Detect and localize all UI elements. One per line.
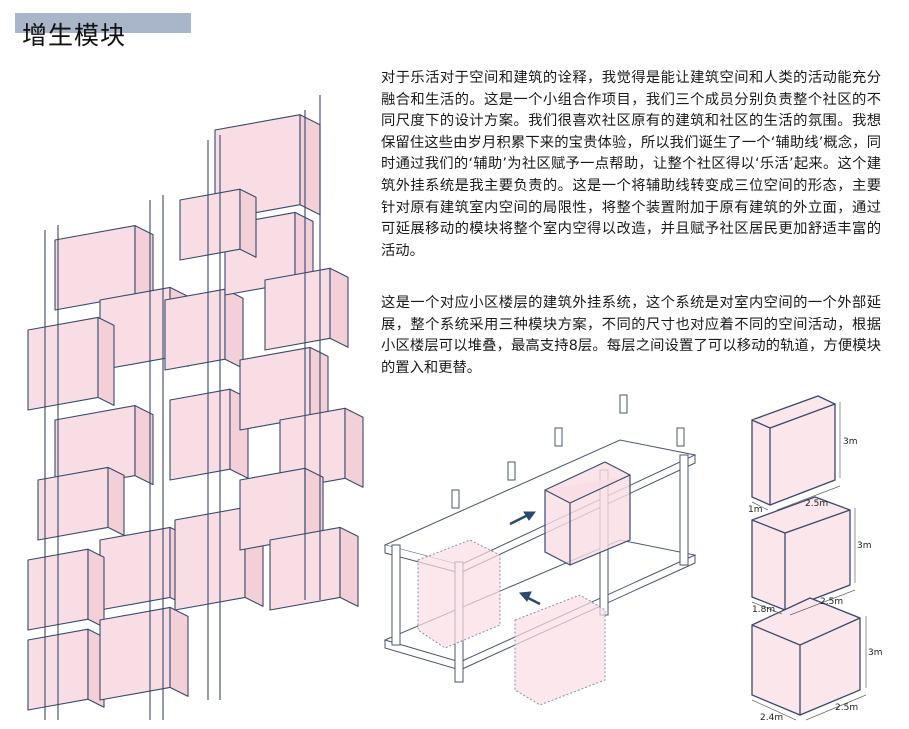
tower-module-side xyxy=(97,316,115,406)
module-3-depth: 2.4m xyxy=(760,713,783,723)
module-1-depth: 1m xyxy=(748,505,763,515)
tower-module-side xyxy=(329,267,349,348)
module-1-width: 2.5m xyxy=(805,499,828,509)
module-2-width: 2.5m xyxy=(820,597,843,607)
module-2-depth: 1.8m xyxy=(752,605,775,615)
module-2-height: 3m xyxy=(857,541,872,551)
page-title: 增生模块 xyxy=(22,21,127,50)
module-1-height: 3m xyxy=(843,437,858,447)
module-3-height: 3m xyxy=(868,648,883,658)
tower-module-side xyxy=(134,405,154,486)
tower-module-side xyxy=(239,188,257,258)
tower-module-side xyxy=(344,407,364,488)
tower-module-side xyxy=(339,526,359,607)
intro-paragraph: 对于乐活对于空间和建筑的诠释，我觉得是能让建筑空间和人类的活动能充分融合和生活的… xyxy=(381,70,881,259)
title-accent-bar xyxy=(15,13,191,33)
system-paragraph: 这是一个对应小区楼层的建筑外挂系统，这个系统是对室内空间的一个外部延展，整个系统… xyxy=(381,295,881,376)
tower-module-side xyxy=(169,606,189,697)
module-3-width: 2.5m xyxy=(835,703,858,713)
